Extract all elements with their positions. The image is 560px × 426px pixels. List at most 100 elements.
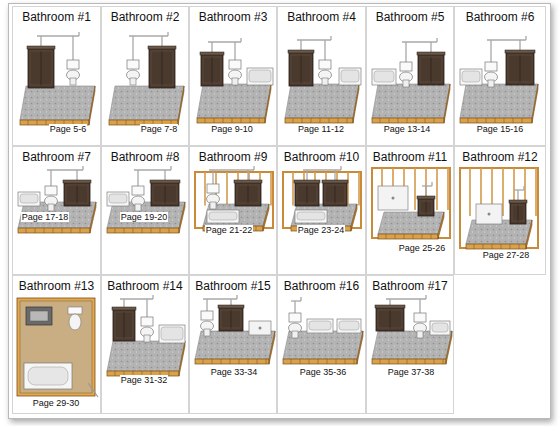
vanity-door [77, 185, 78, 204]
joist-line [519, 244, 520, 249]
joist-line [413, 234, 414, 239]
pipe [324, 40, 325, 60]
joist-line [115, 228, 116, 233]
pipe [230, 299, 231, 305]
pipe [132, 36, 133, 60]
panel-title: Bathroom #4 [278, 10, 365, 24]
toilet-tank [207, 184, 219, 193]
floor-joist [178, 86, 184, 125]
vanity-top [150, 180, 180, 183]
pipe [72, 36, 73, 60]
page-reference: Page 15-16 [476, 124, 525, 134]
pipe [152, 295, 153, 299]
floor [107, 341, 185, 371]
pipe [525, 36, 526, 40]
vanity-top [27, 46, 55, 49]
pipe [402, 41, 437, 42]
page-reference: Page 21-22 [205, 225, 254, 235]
vanity-door [30, 51, 52, 85]
bathtub-basin [297, 212, 325, 220]
wall-stud [347, 172, 349, 206]
floor-joist [195, 359, 269, 364]
pipe [523, 186, 524, 190]
vanity [219, 307, 243, 331]
joist-line [302, 118, 303, 123]
bathtub [339, 68, 361, 85]
vanity-door [508, 55, 532, 82]
bathroom-panel: Bathroom #11Page 25-26 [366, 146, 454, 275]
toilet-tank [319, 60, 331, 69]
joist-line [329, 118, 330, 123]
pipe [76, 170, 77, 180]
toilet-tank [127, 60, 139, 69]
joist-line [126, 120, 127, 125]
wall-stud [447, 168, 449, 210]
pipe [240, 38, 241, 42]
joist-line [250, 118, 251, 123]
pipe [297, 39, 331, 40]
pipe [88, 383, 98, 397]
bathtub [295, 210, 327, 223]
pipe [303, 169, 341, 170]
joist-line [434, 118, 435, 123]
vanity-door [124, 312, 125, 339]
vanity [113, 309, 135, 341]
joist-line [407, 118, 408, 123]
joist-line [389, 359, 390, 364]
vanity-door [307, 185, 308, 204]
joist-line [28, 120, 29, 125]
wall-stud [502, 168, 504, 216]
vanity-top [112, 307, 136, 310]
pipe [78, 32, 79, 36]
panel-title: Bathroom #13 [13, 279, 100, 293]
joist-line [151, 228, 152, 233]
vanity [510, 202, 526, 224]
pipe [137, 170, 138, 186]
floor-joist [460, 118, 532, 123]
panel-title: Bathroom #3 [190, 10, 276, 24]
wall-frame [195, 172, 273, 228]
joist-line [380, 359, 381, 364]
toilet-tank [68, 307, 82, 314]
toilet-tank [289, 313, 301, 322]
toilet-tank [485, 62, 497, 71]
panel-title: Bathroom #5 [367, 10, 453, 24]
joist-line [311, 118, 312, 123]
joist-line [62, 228, 63, 233]
pipe [517, 190, 518, 200]
joist-line [510, 244, 511, 249]
vanity-door [301, 55, 302, 84]
floor [291, 204, 357, 226]
panel-title: Bathroom #11 [367, 150, 453, 164]
joist-line [522, 118, 523, 123]
bathroom-panel: Bathroom #9 Page 21-22 [189, 146, 277, 275]
pipe [294, 301, 295, 313]
vanity-door [325, 185, 345, 203]
joist-line [474, 244, 475, 249]
vanity-top [148, 46, 176, 49]
vanity-door [162, 51, 163, 86]
bathtub-basin [462, 71, 480, 82]
vanity [295, 182, 319, 206]
wall-stud [292, 172, 294, 206]
pipe [419, 299, 420, 313]
pipe [425, 295, 426, 299]
toilet-base [130, 78, 136, 85]
joist-line [80, 228, 81, 233]
pipe [203, 298, 237, 299]
pipe [306, 170, 307, 180]
vanity-door [165, 185, 166, 204]
page-reference: Page 35-36 [299, 367, 348, 377]
page-reference: Page 25-26 [398, 243, 447, 253]
joist-line [486, 118, 487, 123]
pipe [514, 189, 524, 190]
shower-drain [259, 327, 262, 330]
vanity-top [509, 200, 527, 203]
pipe [211, 42, 212, 52]
panel-title: Bathroom #2 [102, 10, 188, 24]
panel-title: Bathroom #9 [190, 150, 276, 164]
joist-line [501, 244, 502, 249]
panel-title: Bathroom #14 [102, 279, 188, 293]
joist-line [221, 359, 222, 364]
shower-drain [488, 213, 491, 216]
